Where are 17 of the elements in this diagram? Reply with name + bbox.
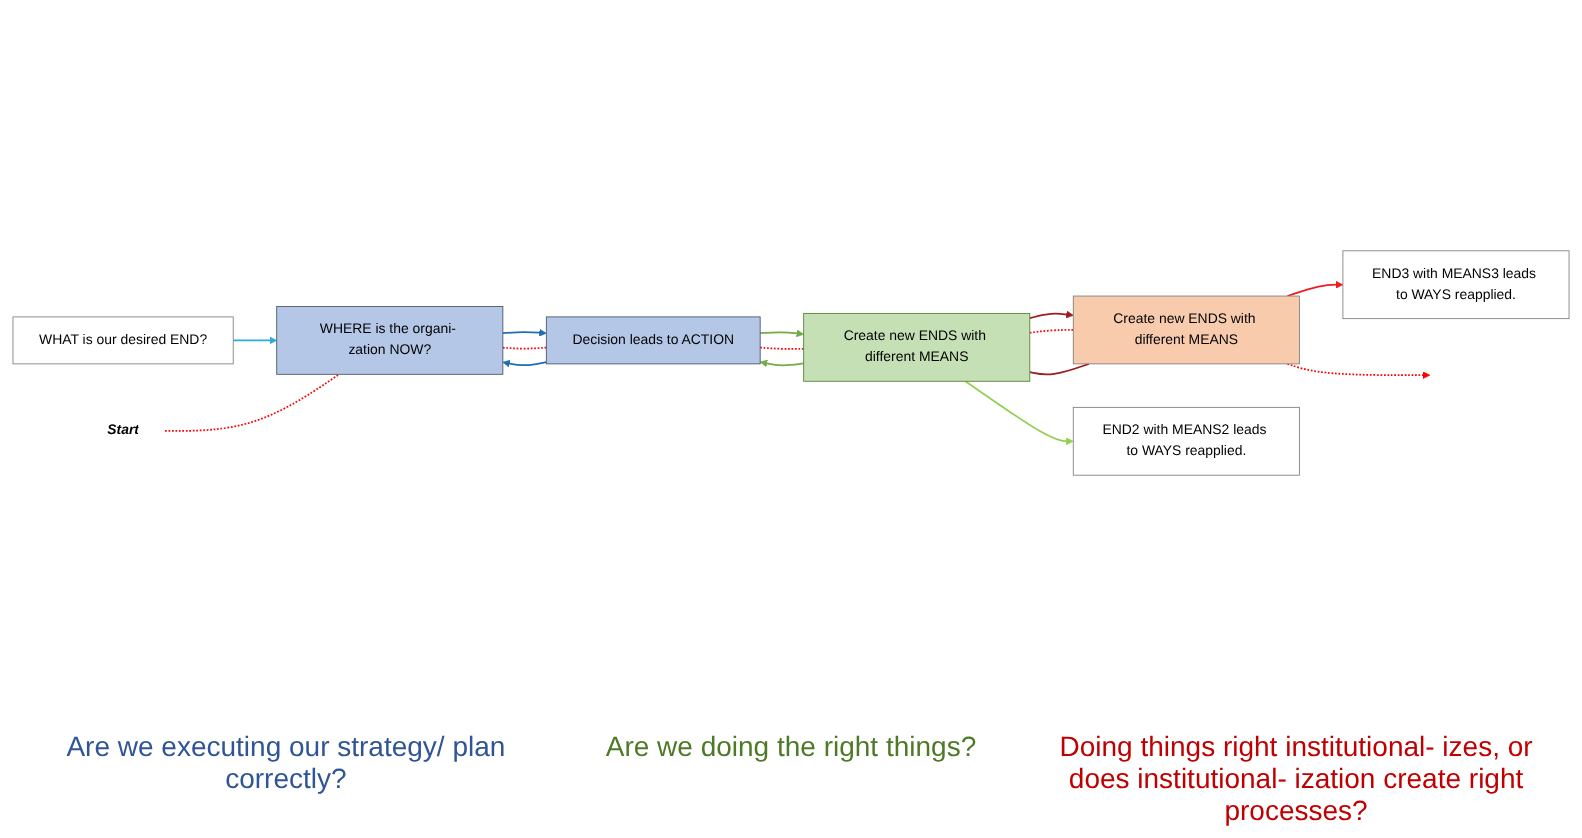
connector — [164, 373, 341, 432]
arrow — [759, 359, 805, 368]
arrow — [759, 329, 804, 338]
arrow — [964, 380, 1074, 446]
question-text: Are we executing our strategy/ plan correctly? — [64, 730, 508, 798]
arrow — [1286, 280, 1344, 297]
arrow — [1028, 310, 1074, 320]
connector — [1028, 329, 1075, 334]
arrow — [502, 359, 548, 368]
connector — [759, 346, 805, 350]
connector — [1028, 363, 1090, 376]
connector — [502, 346, 548, 350]
arrow — [1286, 363, 1431, 379]
arrow — [502, 328, 547, 337]
arrow — [232, 336, 278, 345]
question-text: Are we doing the right things? — [605, 730, 977, 766]
question-text: Doing things right institutional- izes, or does institutional- ization create right processes? — [1057, 730, 1535, 826]
